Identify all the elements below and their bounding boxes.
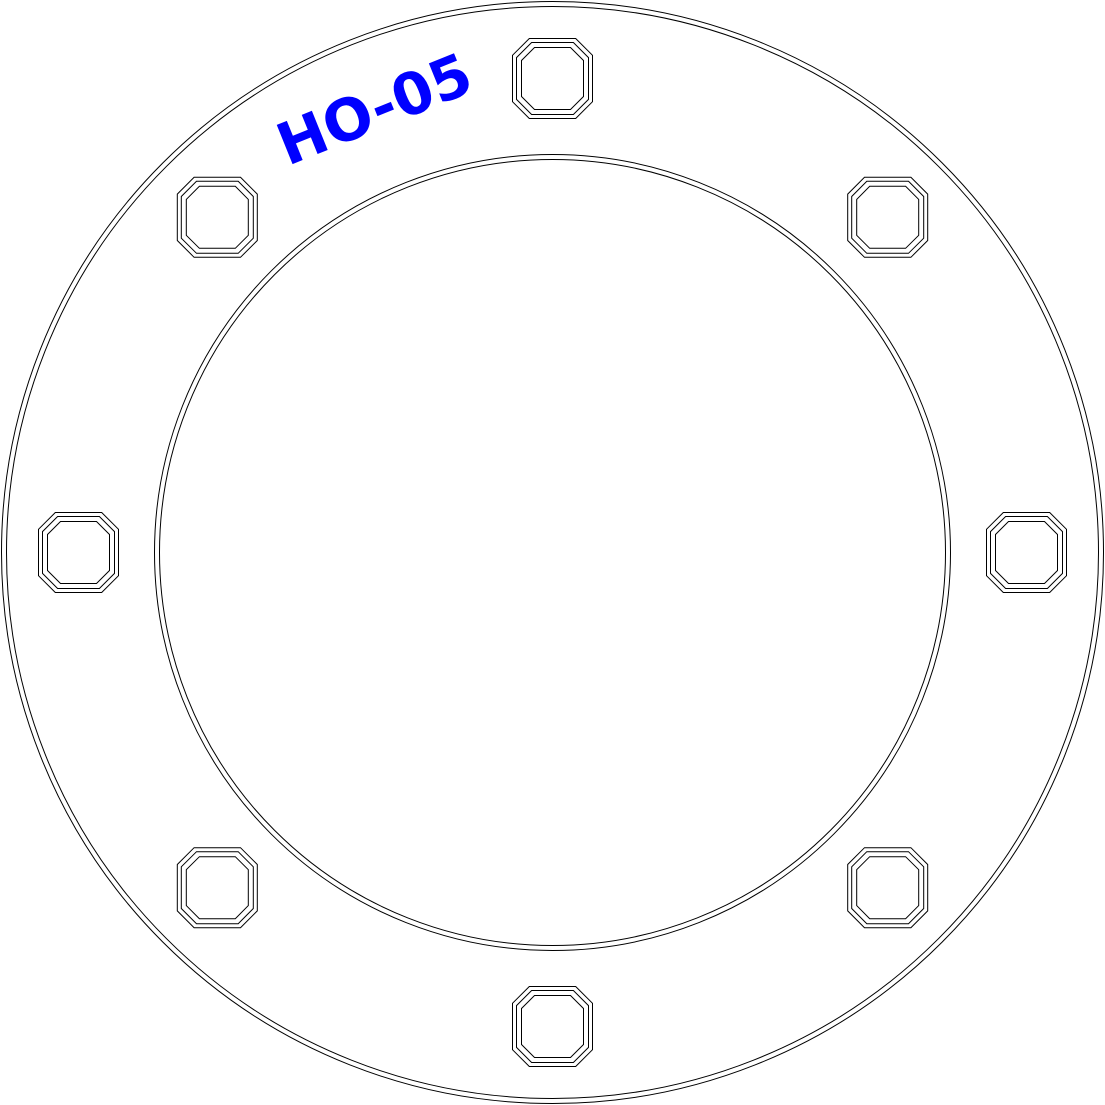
bolt-hole-outline xyxy=(516,42,589,115)
bolt-hole-outline xyxy=(851,851,925,925)
bolt-hole-outline xyxy=(856,185,920,249)
bolt-hole xyxy=(512,986,593,1067)
bolt-hole-outline xyxy=(42,516,115,589)
bolt-hole-outline xyxy=(38,512,119,593)
bolt-hole-outline xyxy=(851,180,925,254)
bolt-hole-outline xyxy=(180,180,254,254)
bolt-hole-outline xyxy=(847,847,929,929)
bolt-hole xyxy=(847,176,929,258)
bolt-hole xyxy=(176,847,258,929)
bolt-hole-outline xyxy=(176,176,258,258)
bolt-hole xyxy=(38,512,119,593)
bolt-hole-outline xyxy=(986,512,1067,593)
bolt-hole-outline xyxy=(516,990,589,1063)
inner-edge xyxy=(154,154,951,951)
bolt-holes xyxy=(38,38,1067,1067)
bolt-hole-outline xyxy=(512,986,593,1067)
bolt-hole-outline xyxy=(521,47,584,110)
bolt-hole-outline xyxy=(995,521,1058,584)
bolt-hole-outline xyxy=(512,38,593,119)
bolt-hole-outline xyxy=(47,521,110,584)
bolt-hole-outline xyxy=(185,185,249,249)
bolt-hole-outline xyxy=(185,856,249,920)
bolt-hole-outline xyxy=(176,847,258,929)
bolt-hole xyxy=(176,176,258,258)
bolt-hole xyxy=(847,847,929,929)
bolt-hole-outline xyxy=(856,856,920,920)
bolt-hole-outline xyxy=(180,851,254,925)
bolt-hole xyxy=(512,38,593,119)
bolt-hole-outline xyxy=(521,995,584,1058)
bolt-hole-outline xyxy=(847,176,929,258)
bolt-hole xyxy=(986,512,1067,593)
bolt-hole-outline xyxy=(990,516,1063,589)
